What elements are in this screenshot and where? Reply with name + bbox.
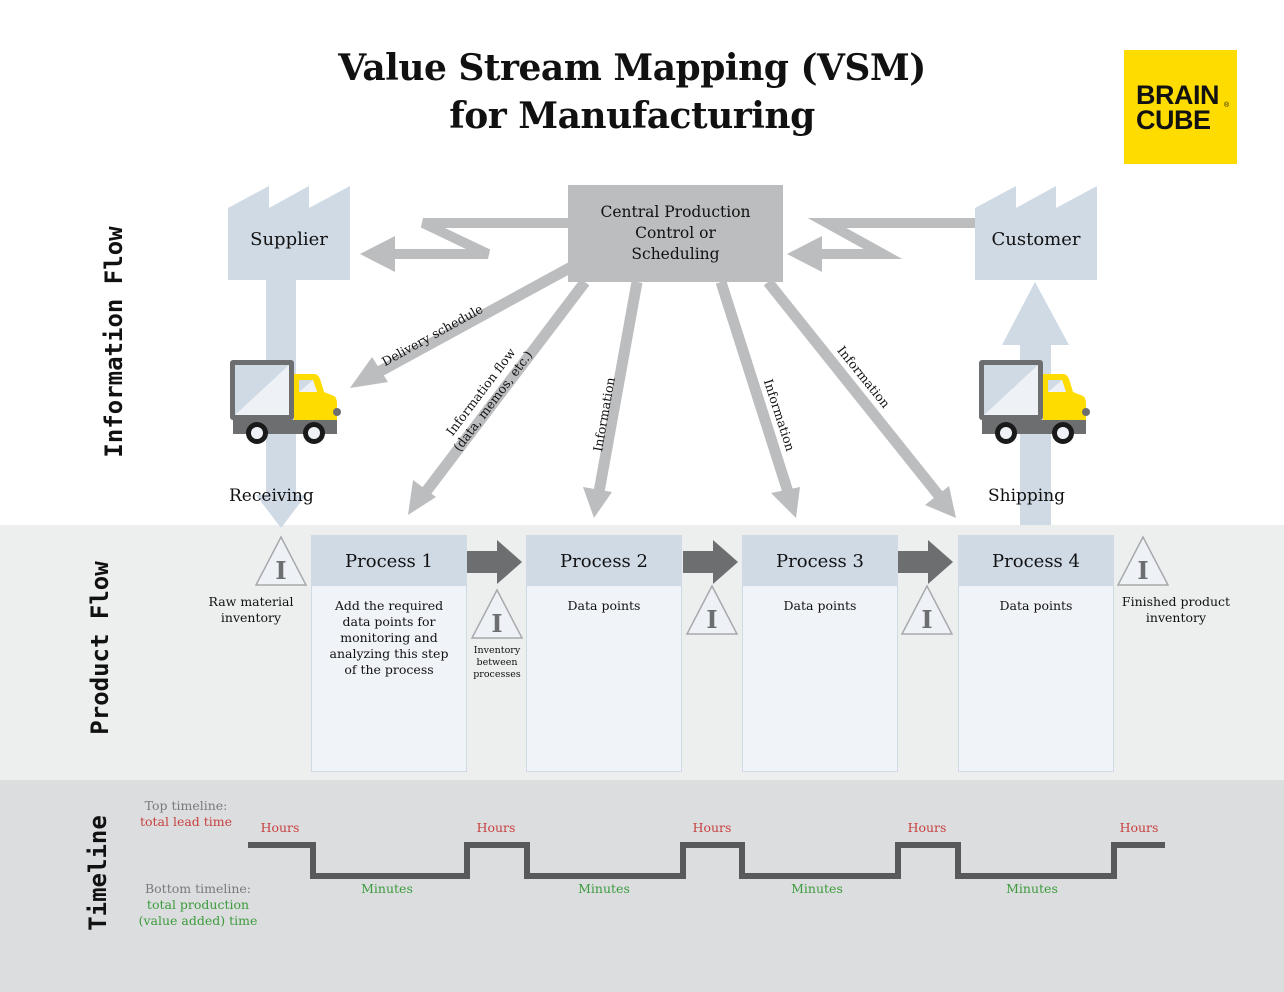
push-arrow-3-4 — [898, 540, 953, 584]
shipping-truck-icon — [979, 360, 1090, 444]
finished-product-inventory-label: Finished product inventory — [1121, 594, 1231, 625]
inventory-triangles: I I I I I — [254, 535, 1170, 639]
process-body: Add the required data points for monitor… — [329, 598, 449, 677]
supplier-label: Supplier — [250, 229, 328, 250]
push-arrows — [467, 540, 953, 584]
information-arrow-4 — [763, 278, 956, 518]
hours-label: Hours — [692, 820, 732, 835]
top-timeline-desc: total lead time — [139, 814, 233, 829]
bottom-timeline-desc: total production (value added) time — [138, 897, 258, 928]
inventory-between-1-2-icon: I — [470, 588, 524, 639]
process-title: Process 3 — [743, 536, 897, 586]
hours-label: Hours — [907, 820, 947, 835]
information-flow-arrow-1 — [408, 278, 590, 515]
customer-to-central-electronic-arrow — [807, 218, 975, 259]
information-arrow-2 — [583, 281, 643, 518]
raw-material-inventory-label: Raw material inventory — [208, 594, 294, 625]
central-to-supplier-electronic-arrow — [395, 218, 568, 259]
bottom-timeline-label: Bottom timeline: — [144, 881, 252, 896]
minutes-label: Minutes — [791, 881, 843, 896]
process-box-2: Process 2 Data points — [526, 535, 682, 772]
inventory-between-processes-label: Inventory between processes — [473, 645, 521, 680]
central-production-control-box: Central Production Control or Scheduling — [568, 185, 783, 282]
process-title: Process 1 — [312, 536, 466, 586]
braincube-logo: BRAIN CUBE ® — [1124, 50, 1237, 164]
process-body: Data points — [999, 598, 1073, 613]
shipping-label: Shipping — [988, 486, 1066, 506]
inventory-symbol: I — [275, 556, 286, 585]
inventory-between-2-3-icon: I — [685, 584, 739, 635]
finished-product-inventory-icon: I — [1116, 535, 1170, 586]
top-timeline-label: Top timeline: — [144, 798, 228, 813]
receiving-truck-icon — [230, 360, 341, 444]
information-arrow-3 — [715, 280, 800, 518]
push-arrow-2-3 — [683, 540, 738, 584]
logo-line-1: BRAIN — [1136, 80, 1220, 110]
process-body: Data points — [567, 598, 641, 613]
inventory-symbol: I — [491, 609, 502, 638]
inventory-symbol: I — [921, 605, 932, 634]
minutes-label: Minutes — [578, 881, 630, 896]
hours-label: Hours — [1119, 820, 1159, 835]
customer-factory-icon — [975, 186, 1097, 280]
supplier-factory-icon — [228, 186, 350, 280]
logo-line-2: CUBE — [1136, 105, 1211, 135]
hours-label: Hours — [260, 820, 300, 835]
title-line-2: for Manufacturing — [449, 95, 815, 137]
timeline-step-line — [248, 842, 1165, 879]
minutes-label: Minutes — [1006, 881, 1058, 896]
title-line-1: Value Stream Mapping (VSM) — [338, 47, 926, 89]
push-arrow-1-2 — [467, 540, 522, 584]
timeline-band — [0, 780, 1284, 992]
receiving-label: Receiving — [229, 486, 314, 506]
process-box-1: Process 1 Add the required data points f… — [311, 535, 467, 772]
arrowhead — [787, 236, 822, 272]
page-title: Value Stream Mapping (VSM) for Manufactu… — [0, 44, 1264, 140]
arrowhead — [360, 236, 395, 272]
central-production-label: Central Production Control or Scheduling — [600, 203, 751, 263]
process-box-3: Process 3 Data points — [742, 535, 898, 772]
process-body: Data points — [783, 598, 857, 613]
process-title: Process 2 — [527, 536, 681, 586]
delivery-schedule-arrow — [350, 260, 578, 388]
inventory-symbol: I — [706, 605, 717, 634]
customer-label: Customer — [991, 229, 1081, 250]
process-box-4: Process 4 Data points — [958, 535, 1114, 772]
minutes-label: Minutes — [361, 881, 413, 896]
inventory-between-3-4-icon: I — [900, 584, 954, 635]
hours-label: Hours — [476, 820, 516, 835]
inventory-symbol: I — [1137, 556, 1148, 585]
raw-material-inventory-icon: I — [254, 535, 308, 586]
logo-registered-mark: ® — [1224, 102, 1230, 109]
process-title: Process 4 — [959, 536, 1113, 586]
